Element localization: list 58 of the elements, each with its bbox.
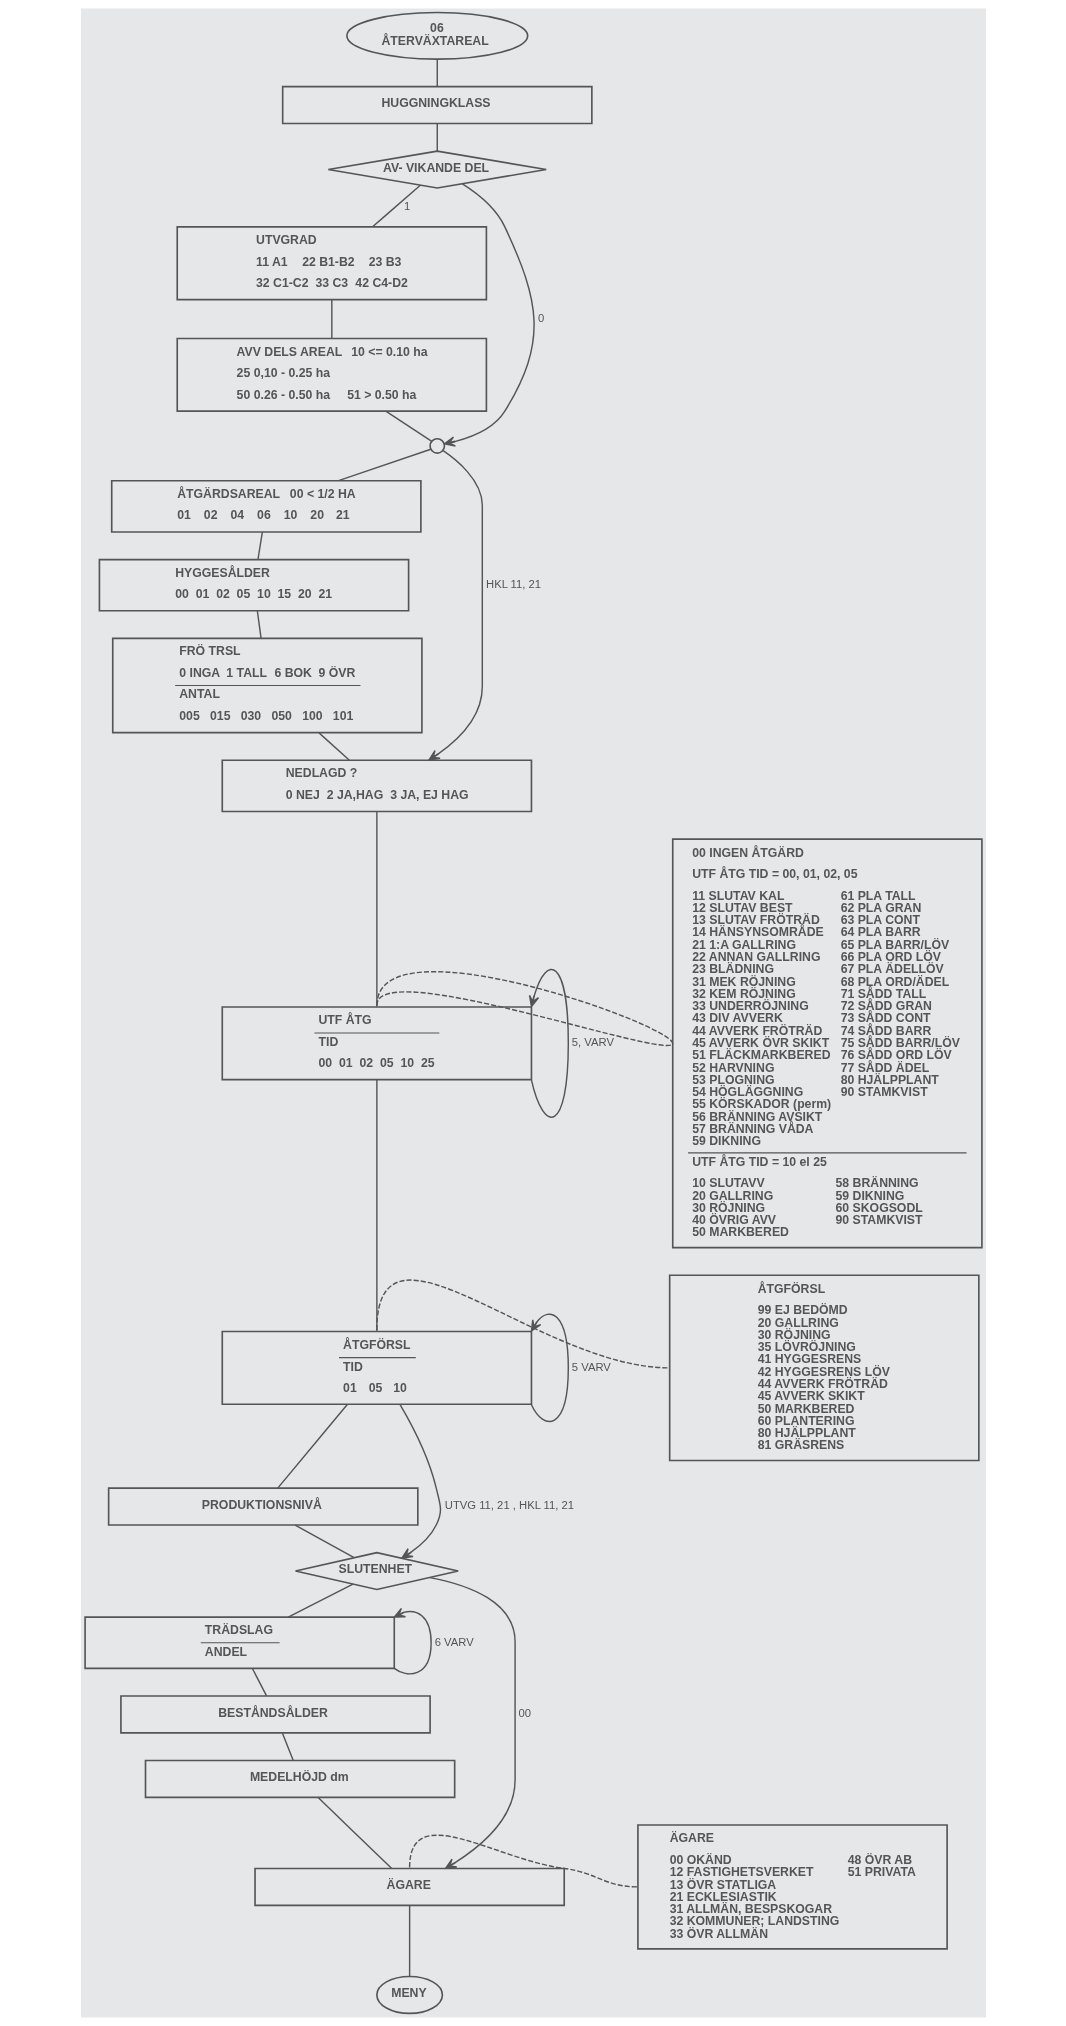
- node-box: HUGGNINGKLASS: [281, 85, 593, 125]
- edge-label: 00: [518, 1707, 531, 1720]
- node-box: HYGGESÅLDER 00 01 02 05 10 15 20 21: [98, 558, 409, 612]
- connector: [287, 1583, 354, 1618]
- node-box: NEDLAGD ? 0 NEJ 2 JA,HAG 3 JA, EJ HAG: [220, 759, 532, 813]
- arrow: [443, 183, 535, 447]
- connector: [256, 610, 262, 639]
- node-ellipse: MENY: [375, 1975, 443, 2015]
- node-box: FRÖ TRSL 0 INGA 1 TALL 6 BOK 9 ÖVR ANTAL 005 015 030 050 100 101: [111, 637, 423, 734]
- connector: [375, 1079, 378, 1333]
- edge-label: HKL 11, 21: [485, 578, 541, 591]
- edge-label: UTVG 11, 21 , HKL 11, 21: [444, 1499, 574, 1512]
- edge-label: 0: [537, 311, 544, 324]
- connector: [276, 1403, 348, 1489]
- node-ellipse: 06 ÅTERVÄXTAREAL: [345, 11, 528, 60]
- connector: [337, 448, 431, 482]
- node-box: TRÄDSLAG ANDEL: [83, 1616, 395, 1670]
- edge-label: 6 VARV: [434, 1635, 474, 1648]
- node-box: UTVGRAD 11 A1 22 B1-B2 23 B3 32 C1-C2 33 C3 42 C4-D2: [175, 226, 487, 301]
- connector: [317, 732, 350, 761]
- connector: [293, 1524, 355, 1559]
- node-box: BESTÅNDSÅLDER: [119, 1695, 431, 1734]
- edge-label: 5, VARV: [571, 1036, 614, 1049]
- connector: [281, 1732, 294, 1762]
- connector: [256, 531, 263, 561]
- node-box: ÄGARE 00 OKÄND 12 FASTIGHETSVERKET 13 ÖVR STATLIGA 21 ECKLESIASTIK 31 ALLMÄN, BESPSKOGAR 32 KOMMUNER; LANDSTING 33 ÖVR ALLMÄN 48 ÖVR AB 51 PRIVATA: [636, 1824, 948, 1950]
- arrow: [427, 450, 483, 761]
- arrow: [398, 1403, 441, 1559]
- connector: [375, 971, 673, 1045]
- connector: [436, 123, 438, 152]
- connector: [251, 1667, 267, 1697]
- node-box: ÅTGFÖRSL 99 EJ BEDÖMD 20 GALLRING 30 RÖJNING 35 LÖVRÖJNING 41 HYGGESRENS 42 HYGGESRENS LÖV 44 AVVERK FRÖTRÄD 45 AVVERK SKIKT 50 MARKBERED 60 PLANTERING 80 HJÄLPPLANT 81 GRÄSRENS: [668, 1274, 980, 1462]
- connector: [375, 811, 378, 1008]
- connector: [408, 1904, 410, 1978]
- edge-label: 5 VARV: [571, 1360, 611, 1373]
- node-box: MEDELHÖJD dm: [144, 1759, 455, 1799]
- node-box: 00 INGEN ÅTGÄRD UTF ÅTG TID = 00, 01, 02, 05 11 SLUTAV KAL 12 SLUTAV BEST 13 SLUTAV FRÖTRÄD 14 HÄNSYNSOMRÅDE 21 1:A GALLRING 22 ANNAN GALLRING 23 BLÄDNING 31 MEK RÖJNING 32 KEM RÖJNING 33 UNDERRÖJNING 43 DIV AVVERK 44 AVVERK FRÖTRÄD 45 AVVERK ÖVR SKIKT 51 FLÄCKMARKBERED 52 HARVNING 53 PLOGNING 54 HÖGLÄGGNING 55 KÖRSKADOR (perm) 56 BRÄNNING AVSIKT 57 BRÄNNING VÅDA 59 DIKNING 61 PLA TALL 62 PLA GRAN 63 PLA CONT 64 PLA BARR 65 PLA BARR/LÖV 66 PLA ORD LÖV 67 PLA ÄDELLÖV 68 PLA ORD/ÄDEL 71 SÅDD TALL 72 SÅDD GRAN 73 SÅDD CONT 74 SÅDD BARR 75 SÅDD BARR/LÖV 76 SÅDD ORD LÖV 77 SÅDD ÄDEL 80 HJÄLPPLANT 90 STAMKVIST UTF ÅTG TID = 10 el 25 10 SLUTAVV 20 GALLRING 30 RÖJNING 40 ÖVRIG AVV 50 MARKBERED 58 BRÄNNING 59 DIKNING 60 SKOGSODL 90 STAMKVIST: [671, 838, 983, 1249]
- node-box: PRODUKTIONSNIVÅ: [107, 1487, 419, 1526]
- node-box: ÄGARE: [253, 1867, 565, 1907]
- connector: [371, 184, 421, 228]
- arrow: [393, 1607, 432, 1675]
- connector: [316, 1796, 392, 1870]
- node-box: ÅTGÄRDSAREAL 00 < 1/2 HA 01 02 04 06 10 20 21: [110, 479, 422, 533]
- connector: [436, 58, 438, 88]
- node-diamond: SLUTENHET: [294, 1551, 459, 1591]
- arrow: [428, 1576, 516, 1870]
- connector: [375, 1279, 670, 1369]
- connector: [330, 299, 333, 340]
- node-box: AVV DELS AREAL 10 <= 0.10 ha 25 0,10 - 0.25 ha 50 0.26 - 0.50 ha 51 > 0.50 ha: [175, 337, 487, 412]
- node-box: UTF ÅTG TID 00 01 02 05 10 25: [220, 1006, 532, 1081]
- connector: [384, 410, 432, 443]
- node-box: ÅTGFÖRSL TID 01 05 10: [220, 1330, 532, 1405]
- edge-label: 1: [403, 200, 410, 213]
- node-circle: [428, 438, 445, 454]
- connector: [408, 1834, 639, 1888]
- node-diamond: AV- VIKANDE DEL: [327, 150, 547, 189]
- arrow: [530, 1313, 569, 1423]
- arrow: [528, 968, 569, 1118]
